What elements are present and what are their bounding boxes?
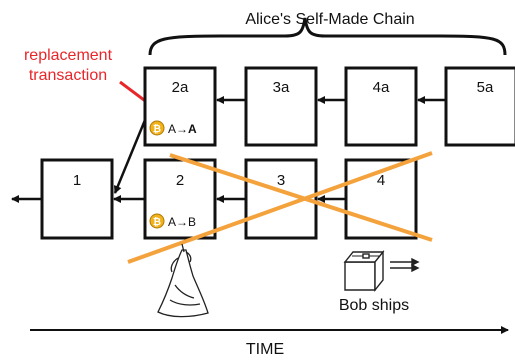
block-1 [40, 158, 114, 240]
bitcoin-coin-icon: ₿ [149, 213, 165, 229]
block-2a-tx-from: A [168, 122, 176, 136]
block-2a-tx: A→A [168, 122, 197, 136]
block-2a-label: 2a [172, 79, 189, 96]
block-4a [344, 66, 418, 147]
bitcoin-coin-icon: ₿ [149, 120, 165, 136]
block-5a-label: 5a [477, 79, 494, 96]
arrow-2a-to-1 [113, 119, 147, 194]
replacement-label-line1: replacement [24, 47, 113, 64]
block-2a-tx-to: A [188, 122, 197, 136]
block-2-label: 2 [176, 172, 184, 189]
cross-line-1 [169, 153, 433, 242]
replacement-label-line2: transaction [29, 67, 107, 84]
block-2-tx-from: A [168, 215, 176, 229]
svg-text:₿: ₿ [153, 216, 161, 228]
block-3-label: 3 [277, 172, 285, 189]
box-shipping-icon [343, 250, 420, 292]
time-label: TIME [246, 341, 284, 358]
cross-line-2 [127, 151, 433, 264]
bob-ships-label: Bob ships [339, 297, 409, 314]
block-2-tx: A→B [168, 215, 196, 229]
block-2a-tx-arrow: → [176, 122, 188, 136]
block-2-tx-arrow: → [176, 215, 188, 229]
chain-brace [148, 17, 507, 56]
block-2a [143, 66, 217, 147]
block-1-label: 1 [73, 172, 81, 189]
block-2-tx-to: B [188, 215, 196, 229]
block-5a [444, 66, 515, 147]
svg-text:₿: ₿ [153, 123, 161, 135]
chain-label: Alice's Self-Made Chain [245, 11, 414, 28]
block-3a [244, 66, 318, 147]
cloaked-figure-icon [157, 243, 209, 318]
block-4a-label: 4a [373, 79, 390, 96]
block-4-label: 4 [377, 172, 385, 189]
block-3a-label: 3a [273, 79, 290, 96]
